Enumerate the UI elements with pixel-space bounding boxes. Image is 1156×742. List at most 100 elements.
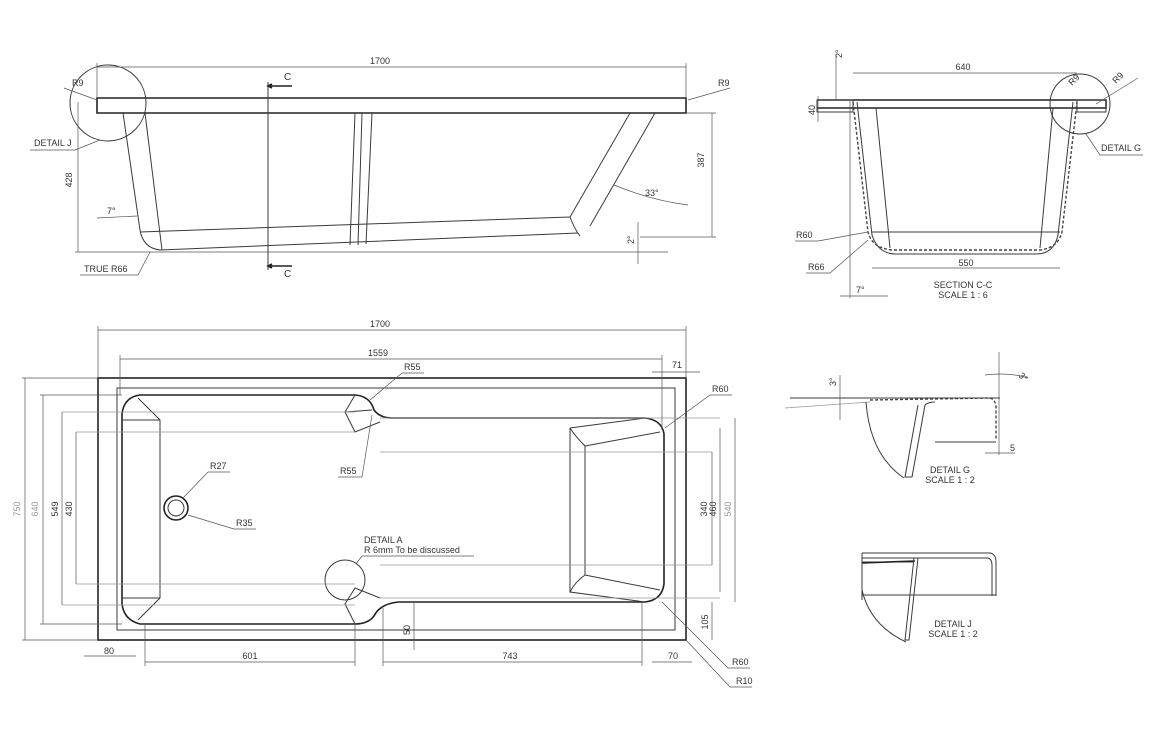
leader xyxy=(338,414,373,478)
label-detail-g: DETAIL G xyxy=(1101,143,1141,153)
section-title: SECTION C-C xyxy=(934,280,993,290)
plan-outer-rim xyxy=(97,377,687,641)
dim-71: 71 xyxy=(672,360,682,370)
dim-1700-side: 1700 xyxy=(370,56,390,66)
dim-601: 601 xyxy=(242,651,257,661)
label-r9-left: R9 xyxy=(72,78,84,88)
section-shell xyxy=(852,101,1078,251)
section-shell-outer xyxy=(856,101,1074,255)
dim-1559: 1559 xyxy=(368,348,388,358)
leader xyxy=(664,394,732,429)
plan-top-corner xyxy=(344,394,381,433)
dim-428: 428 xyxy=(64,172,74,187)
label-r60-top: R60 xyxy=(712,384,729,394)
section-scale: SCALE 1 : 6 xyxy=(938,290,988,300)
dim-550: 550 xyxy=(958,258,973,268)
detail-j-scale: SCALE 1 : 2 xyxy=(928,629,978,639)
section-rim-flange xyxy=(816,99,854,113)
detail-g-slope-line xyxy=(784,401,871,409)
dim-50: 50 xyxy=(402,625,412,635)
dim-549: 549 xyxy=(50,501,60,516)
drain-inner xyxy=(167,499,185,517)
label-r55-bottom: R55 xyxy=(340,466,357,476)
side-slope-wall xyxy=(569,112,656,237)
label-r60-section: R60 xyxy=(796,230,813,240)
side-rim xyxy=(96,97,687,114)
label-detail-a-note: R 6mm To be discussed xyxy=(364,545,460,555)
section-arrow xyxy=(266,263,292,269)
label-angle-3-left: 3° xyxy=(828,377,838,386)
label-r27: R27 xyxy=(210,461,227,471)
leader xyxy=(806,239,869,274)
label-angle-33: 33° xyxy=(645,188,659,198)
dim-460: 460 xyxy=(708,501,718,516)
section-inner-lines xyxy=(872,107,1060,249)
label-r10: R10 xyxy=(736,676,753,686)
leader xyxy=(355,555,474,565)
detail-g-title: DETAIL G xyxy=(930,465,970,475)
label-angle-2-section: 2° xyxy=(834,49,844,58)
label-detail-a: DETAIL A xyxy=(364,535,403,545)
label-r60-bottom: R60 xyxy=(732,657,749,667)
plan-basin-outline xyxy=(121,394,665,625)
section-rim-flange xyxy=(1076,99,1107,113)
dim-640-section: 640 xyxy=(955,62,970,72)
dim-340: 340 xyxy=(699,501,709,516)
dim-80: 80 xyxy=(104,646,114,656)
plan-view: 1700 1559 71 R55 R55 R60 R27 R35 DETAIL … xyxy=(12,319,753,688)
leader xyxy=(30,139,101,151)
detail-g-circle xyxy=(1049,73,1111,135)
dim-743: 743 xyxy=(502,651,517,661)
section-c-c: 640 550 40 2° R9 R9 DETAIL G R60 R66 7° … xyxy=(795,49,1143,300)
dim-105: 105 xyxy=(700,614,710,629)
detail-a-circle xyxy=(324,559,366,601)
section-arrow xyxy=(266,83,292,89)
label-r35: R35 xyxy=(236,518,253,528)
drain-outer xyxy=(163,495,189,521)
dim-1700-plan: 1700 xyxy=(370,319,390,329)
detail-g-wall xyxy=(904,401,996,478)
leader xyxy=(795,231,869,242)
dim-750: 750 xyxy=(12,501,22,516)
detail-g-scale: SCALE 1 : 2 xyxy=(925,475,975,485)
label-true-r66: TRUE R66 xyxy=(84,264,128,274)
label-r9-right: R9 xyxy=(718,78,730,88)
detail-j-circle xyxy=(69,64,147,142)
plan-bottom-corner xyxy=(344,587,381,625)
leader xyxy=(1085,133,1143,156)
angle-arc xyxy=(613,184,689,206)
label-r9-section-b: R9 xyxy=(1110,70,1125,85)
label-detail-j: DETAIL J xyxy=(34,138,72,148)
side-inner-floor xyxy=(139,216,571,233)
plan-left-end xyxy=(122,397,161,621)
leader xyxy=(687,87,731,101)
detail-j: DETAIL J SCALE 1 : 2 xyxy=(861,552,997,643)
leader xyxy=(1095,77,1139,105)
side-left-wall xyxy=(122,112,579,251)
plan-hidden-lines xyxy=(62,411,720,606)
label-angle-2: 2° xyxy=(626,235,636,244)
detail-g: 3° 3° 5 DETAIL G SCALE 1 : 2 xyxy=(784,352,1030,485)
plan-right-backrest xyxy=(569,417,661,603)
dim-line xyxy=(96,215,138,219)
dim-430: 430 xyxy=(64,501,74,516)
detail-j-title: DETAIL J xyxy=(934,619,972,629)
dim-540: 540 xyxy=(723,501,733,516)
dim-40: 40 xyxy=(807,105,817,115)
detail-g-shell xyxy=(869,397,997,440)
side-divider xyxy=(349,112,373,246)
side-left-wall-inner xyxy=(144,112,163,251)
label-r66-section: R66 xyxy=(808,262,825,272)
dim-387: 387 xyxy=(696,152,706,167)
label-angle-7: 7° xyxy=(107,206,116,216)
section-label-bottom: C xyxy=(284,269,291,280)
section-rim xyxy=(817,99,1107,109)
label-angle-3-right: 3° xyxy=(1017,370,1030,383)
label-r55-top: R55 xyxy=(404,362,421,372)
detail-j-wall xyxy=(861,553,996,641)
leader xyxy=(369,372,424,401)
dim-70: 70 xyxy=(668,651,678,661)
detail-j-arc xyxy=(861,589,907,643)
